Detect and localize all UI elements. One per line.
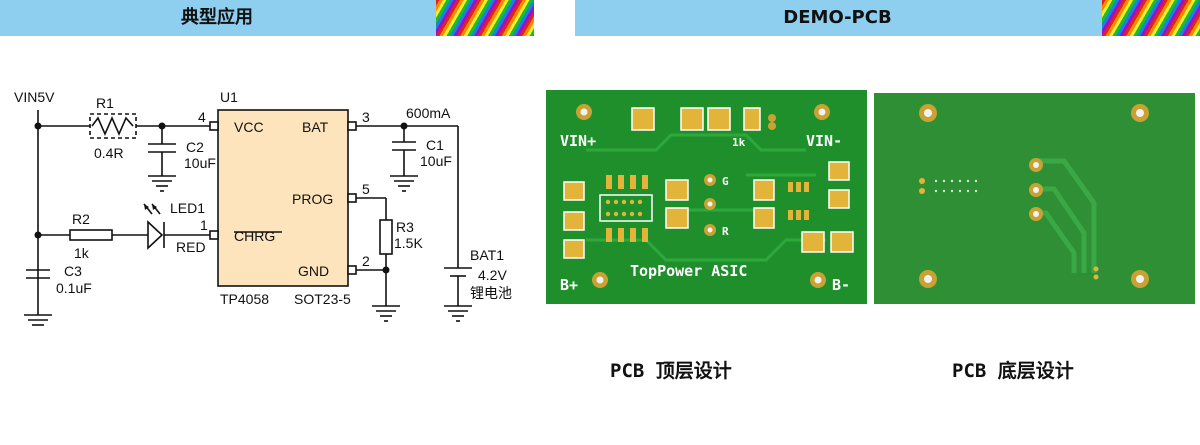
- led-color: RED: [176, 239, 206, 255]
- pcb-b-minus-label: B-: [832, 276, 850, 294]
- bat-voltage: 4.2V: [478, 267, 507, 283]
- pcb-vin-minus-label: VIN-: [806, 132, 842, 150]
- pcb-g-label: G: [722, 175, 729, 188]
- c1-value: 10uF: [420, 153, 452, 169]
- r3-value: 1.5K: [394, 235, 423, 251]
- u1-package: SOT23-5: [294, 291, 351, 307]
- pin-bat-label: BAT: [302, 119, 329, 135]
- right-banner-title: DEMO-PCB: [783, 7, 892, 28]
- pcb-bottom-view: [874, 93, 1195, 304]
- pin-number-3: 3: [362, 109, 370, 125]
- current-label: 600mA: [406, 105, 451, 121]
- r1-value: 0.4R: [94, 145, 124, 161]
- left-banner-title: 典型应用: [181, 7, 253, 28]
- r2-name: R2: [72, 211, 90, 227]
- rainbow-stripes-decoration: [436, 0, 534, 36]
- u1-part-number: TP4058: [220, 291, 269, 307]
- c1-name: C1: [426, 137, 444, 153]
- left-banner: 典型应用: [0, 0, 534, 36]
- pin-number-1: 1: [200, 217, 208, 233]
- pcb-top-caption: PCB 顶层设计: [610, 360, 732, 382]
- pin-number-2: 2: [362, 253, 370, 269]
- pin-vcc-label: VCC: [234, 119, 264, 135]
- r1-name: R1: [96, 95, 114, 111]
- c3-value: 0.1uF: [56, 280, 92, 296]
- pin-number-4: 4: [198, 109, 206, 125]
- pcb-bottom-caption: PCB 底层设计: [952, 360, 1074, 382]
- c2-name: C2: [186, 139, 204, 155]
- right-banner: DEMO-PCB: [575, 0, 1200, 36]
- r2-value: 1k: [74, 245, 90, 261]
- pin-chrg-label: CHRG: [234, 228, 275, 244]
- schematic-diagram: VIN5V R1 0.4R C2 10uF R2 1k LED1 RED C3 …: [14, 89, 512, 326]
- pcb-brand-label: TopPower ASIC: [630, 262, 747, 280]
- pin-number-5: 5: [362, 181, 370, 197]
- c3-name: C3: [64, 263, 82, 279]
- vin-label: VIN5V: [14, 89, 55, 105]
- pin-prog-label: PROG: [292, 191, 333, 207]
- pcb-top-view: VIN+ VIN- B+ B- TopPower ASIC 1k G R: [546, 90, 867, 304]
- pcb-1k-label: 1k: [732, 136, 746, 149]
- led-name: LED1: [170, 200, 205, 216]
- pcb-r-label: R: [722, 225, 729, 238]
- c2-value: 10uF: [184, 155, 216, 171]
- pcb-b-plus-label: B+: [560, 276, 578, 294]
- r3-name: R3: [396, 219, 414, 235]
- u1-name: U1: [220, 89, 238, 105]
- rainbow-stripes-decoration: [1102, 0, 1200, 36]
- pin-gnd-label: GND: [298, 263, 329, 279]
- bat-name: BAT1: [470, 247, 504, 263]
- pcb-vin-plus-label: VIN+: [560, 132, 596, 150]
- bat-type: 锂电池: [470, 285, 512, 301]
